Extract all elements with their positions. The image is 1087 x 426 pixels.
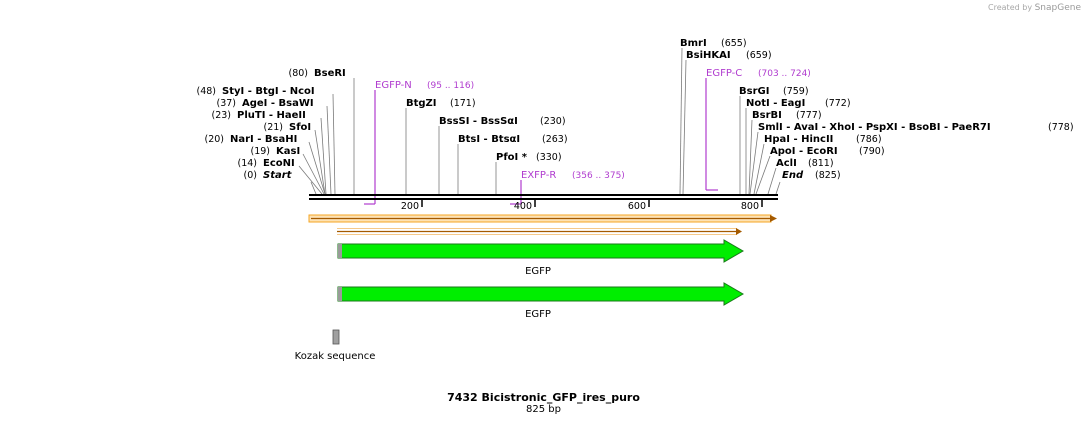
enzyme-pos: (37) [216,98,236,109]
enzyme-pos: (777) [796,110,822,121]
enzyme-name: End [782,170,804,181]
dna-backbone [309,194,778,200]
enzyme-name: BtsI - BtsαI [458,134,520,145]
enzyme-name: KasI [276,146,300,157]
feature-label: EGFP [525,309,551,320]
map-title: 7432 Bicistronic_GFP_ires_puro [447,391,640,404]
primer-name: EXFP-R [521,170,556,181]
primer-range: (356 .. 375) [572,171,625,181]
primer-name: EGFP-C [706,68,742,79]
enzyme-name: BsrGI [739,86,769,97]
enzyme-pos: (48) [196,86,216,97]
enzyme-name: ApoI - EcoRI [770,146,838,157]
enzyme-pos: (330) [536,152,562,163]
enzyme-name: PfoI * [496,152,528,163]
enzyme-name: NarI - BsaHI [230,134,297,145]
enzyme-pos: (772) [825,98,851,109]
enzyme-pos: (20) [204,134,224,145]
snapgene-brand: SnapGene [1034,3,1081,13]
credit-text: Created by [988,3,1033,12]
enzyme-name: BmrI [680,38,707,49]
ruler-ticks: 200 400 600 800 [401,200,763,212]
egfp-feature-1[interactable]: EGFP [337,239,744,277]
tick-label-600: 600 [628,201,646,212]
enzyme-pos: (811) [808,158,834,169]
enzyme-pos: (19) [250,146,270,157]
primer-name: EGFP-N [375,80,412,91]
feature-label: Kozak sequence [295,351,376,362]
enzyme-pos: (230) [540,116,566,127]
orf-arrow-full [308,214,777,223]
enzyme-name: SfoI [289,122,311,133]
enzyme-name: BtgZI [406,98,437,109]
enzyme-pos: (23) [211,110,231,121]
cut-site-lines [298,47,781,195]
enzyme-name: BsrBI [752,110,782,121]
enzyme-pos: (263) [542,134,568,145]
enzyme-pos: (759) [783,86,809,97]
enzyme-labels-right: BmrI (655) BsiHKAI (659) BsrGI (759) Not… [680,38,1074,181]
tick-label-200: 200 [401,201,419,212]
snapgene-credit: Created by SnapGene [988,3,1081,13]
enzyme-name: NotI - EagI [746,98,805,109]
enzyme-pos: (786) [856,134,882,145]
enzyme-pos: (14) [237,158,257,169]
orf-arrow-egfp [337,228,742,235]
enzyme-name: BseRI [314,68,346,79]
enzyme-name: HpaI - HincII [764,134,833,145]
feature-label: EGFP [525,266,551,277]
enzyme-pos: (80) [288,68,308,79]
enzyme-labels-mid: BtgZI (171) BssSI - BssSαI (230) BtsI - … [406,98,568,163]
primer-labels: EGFP-N (95 .. 116) EGFP-C (703 .. 724) E… [375,68,811,181]
tick-label-400: 400 [514,201,532,212]
enzyme-pos: (790) [859,146,885,157]
enzyme-pos: (0) [244,170,257,181]
primer-range: (703 .. 724) [758,69,811,79]
primer-lines [364,78,718,205]
enzyme-pos: (659) [746,50,772,61]
enzyme-pos: (655) [721,38,747,49]
egfp-feature-2[interactable]: EGFP [337,282,744,320]
enzyme-pos: (778) [1048,122,1074,133]
enzyme-pos: (825) [815,170,841,181]
enzyme-name: AgeI - BsaWI [242,98,314,109]
enzyme-name: BssSI - BssSαI [439,116,518,127]
enzyme-pos: (171) [450,98,476,109]
enzyme-name: Start [263,170,293,181]
primer-range: (95 .. 116) [427,81,474,91]
enzyme-name: SmlI - AvaI - XhoI - PspXI - BsoBI - Pae… [758,122,991,133]
enzyme-name: EcoNI [263,158,295,169]
enzyme-labels-left: (80) BseRI (48) StyI - BtgI - NcoI (37) … [196,68,345,181]
enzyme-name: PluTI - HaeII [237,110,306,121]
tick-label-800: 800 [741,201,759,212]
enzyme-name: StyI - BtgI - NcoI [222,86,315,97]
enzyme-name: BsiHKAI [686,50,731,61]
map-length: 825 bp [526,404,561,415]
enzyme-name: AclI [776,158,797,169]
enzyme-pos: (21) [263,122,283,133]
kozak-feature[interactable]: Kozak sequence [295,329,376,362]
